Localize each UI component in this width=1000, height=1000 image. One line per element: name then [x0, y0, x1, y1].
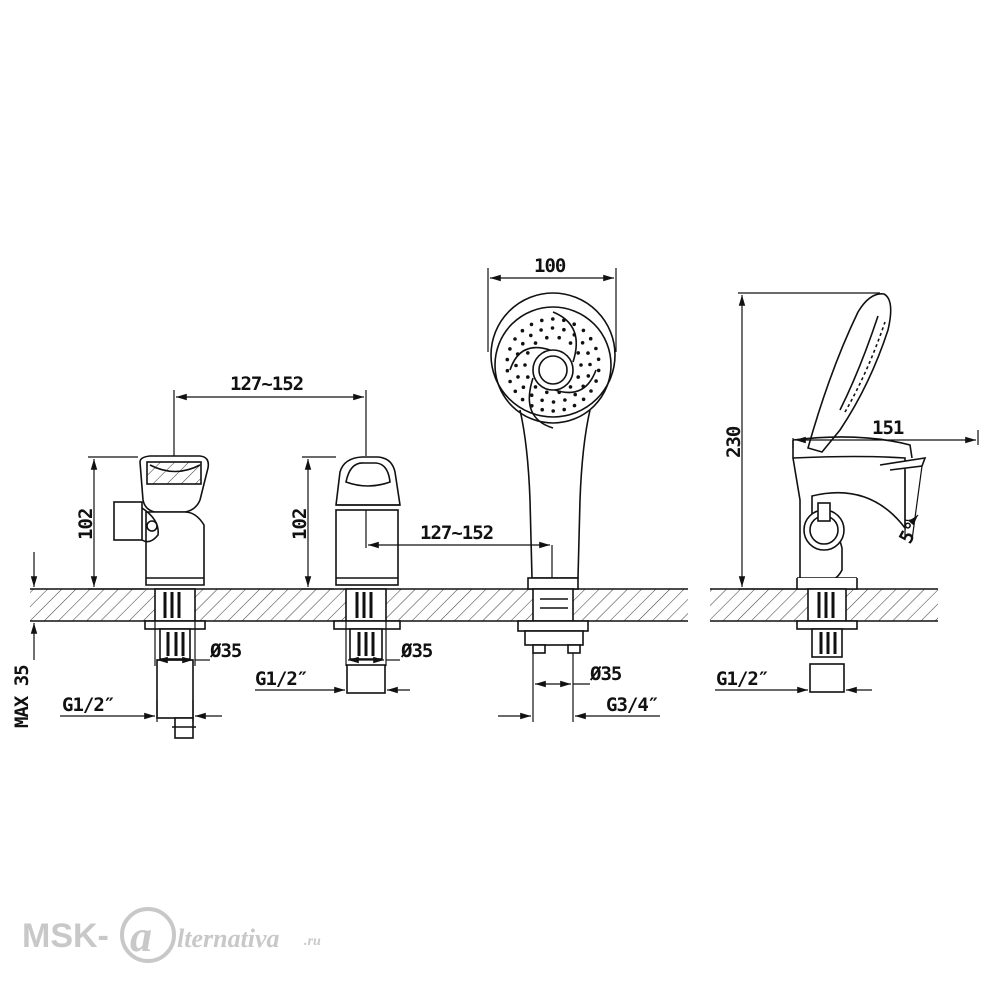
nozzle-dot	[594, 379, 598, 383]
nozzle-dot	[551, 317, 555, 321]
label-shower-width: 100	[534, 255, 566, 277]
nozzle-dot	[568, 341, 573, 345]
nozzle-dot	[508, 347, 512, 351]
nozzle-dot	[520, 328, 525, 333]
nozzle-dot	[513, 337, 517, 341]
nozzle-dot	[562, 407, 566, 412]
label-spacing-left: 127~152	[230, 373, 303, 395]
nozzle-dot	[520, 397, 525, 402]
at-sign-logo-icon: a	[120, 907, 176, 963]
dimension-lines	[30, 268, 979, 722]
label-thread-mid: G1/2″	[255, 668, 307, 690]
nozzle-dot	[563, 398, 567, 402]
label-hole-mid: Ø35	[400, 640, 433, 662]
nozzle-dot	[540, 398, 544, 403]
left-valve	[113, 455, 210, 739]
nozzle-dot	[516, 375, 520, 379]
svg-text:a: a	[130, 912, 152, 961]
middle-valve	[333, 456, 401, 694]
label-spout-angle: 5°	[895, 519, 924, 548]
nozzle-dot	[514, 363, 518, 368]
nozzle-dot	[515, 352, 520, 356]
nozzle-dot	[573, 392, 577, 397]
label-thread-spout: G1/2″	[716, 668, 768, 690]
nozzle-dot	[539, 328, 543, 332]
nozzle-dot	[505, 368, 510, 373]
nozzle-dot	[545, 390, 549, 395]
nozzle-dot	[586, 351, 590, 355]
nozzle-dot	[523, 363, 527, 367]
nozzle-dot	[580, 341, 585, 345]
nozzle-dot	[505, 357, 510, 362]
nozzle-dot	[540, 407, 544, 412]
nozzle-dot	[521, 341, 525, 346]
label-height-mid: 102	[289, 509, 311, 540]
nozzle-dot	[513, 389, 518, 394]
brand-watermark: MSK- a lternativa .ru	[22, 907, 321, 963]
nozzle-dot	[576, 375, 580, 379]
label-thread-left: G1/2″	[62, 694, 114, 716]
nozzle-dot	[588, 336, 593, 341]
label-spacing-right: 127~152	[420, 522, 493, 544]
label-thread-shower: G3/4″	[606, 694, 658, 716]
nozzle-dot	[581, 397, 586, 402]
nozzle-dot	[581, 384, 585, 389]
watermark-prefix: MSK-	[22, 917, 109, 955]
nozzle-dot	[589, 389, 593, 393]
label-spout-height: 230	[723, 426, 745, 458]
shower-nozzle-dots	[505, 317, 601, 413]
nozzle-dot	[557, 335, 561, 340]
nozzle-dot	[551, 409, 555, 413]
watermark-suffix: lternativa	[177, 924, 280, 953]
nozzle-dot	[529, 322, 534, 327]
nozzle-dot	[533, 385, 538, 389]
nozzle-dot	[540, 318, 544, 323]
spout-side-view	[792, 293, 927, 693]
nozzle-dot	[588, 362, 592, 367]
label-spout-length: 151	[872, 417, 904, 439]
label-hole-left: Ø35	[209, 640, 242, 662]
nozzle-dot	[557, 390, 561, 395]
nozzle-dot	[572, 322, 576, 327]
nozzle-dot	[562, 327, 566, 332]
nozzle-dot	[596, 357, 601, 362]
nozzle-dot	[529, 393, 534, 398]
nozzle-dot	[545, 335, 549, 340]
nozzle-dot	[526, 351, 530, 355]
label-height-left: 102	[75, 509, 97, 540]
nozzle-dot	[508, 379, 512, 384]
nozzle-dot	[533, 341, 538, 345]
nozzle-dot	[551, 400, 556, 404]
nozzle-dot	[562, 318, 566, 323]
nozzle-dot	[586, 374, 591, 378]
label-max-deck: MAX 35	[11, 665, 33, 728]
nozzle-dot	[529, 333, 533, 338]
nozzle-dot	[596, 368, 601, 373]
dimension-labels: 127~152 127~152 102 102 100 230 151 5° M…	[11, 255, 924, 728]
nozzle-dot	[594, 346, 598, 351]
nozzle-dot	[579, 363, 583, 367]
nozzle-dot	[550, 326, 555, 330]
nozzle-dot	[521, 385, 526, 390]
nozzle-dot	[526, 375, 530, 379]
nozzle-dot	[576, 351, 580, 355]
nozzle-dot	[572, 333, 577, 337]
nozzle-dot	[572, 403, 577, 408]
label-hole-shower: Ø35	[589, 663, 622, 685]
nozzle-dot	[530, 404, 534, 408]
watermark-domain: .ru	[304, 934, 321, 949]
nozzle-dot	[581, 328, 586, 333]
nozzle-dot	[568, 385, 573, 389]
